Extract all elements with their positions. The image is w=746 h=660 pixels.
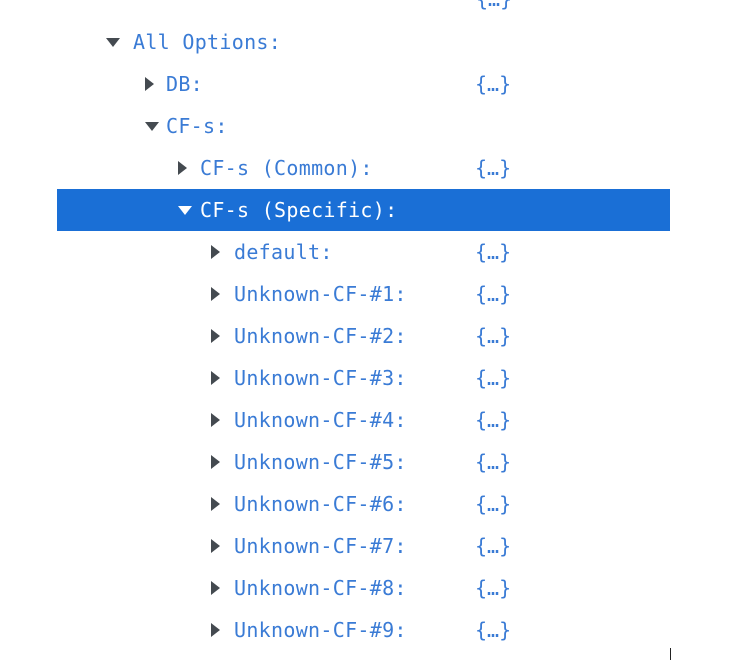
tree-row-label: CF-s:	[166, 114, 228, 138]
tree-row-label: Unknown-CF-#3:	[234, 366, 407, 390]
caret-right-icon[interactable]	[178, 161, 187, 175]
tree-row-label: Unknown-CF-#6:	[234, 492, 407, 516]
collapsed-value-preview[interactable]: {…}	[475, 72, 512, 96]
tree-row[interactable]: Unknown-CF-#2: {…}	[57, 315, 670, 357]
caret-right-icon[interactable]	[211, 329, 220, 343]
caret-right-icon[interactable]	[211, 623, 220, 637]
tree-row[interactable]: Unknown-CF-#8: {…}	[57, 567, 670, 609]
collapsed-value-preview[interactable]: {…}	[475, 492, 512, 516]
caret-right-icon[interactable]	[211, 581, 220, 595]
tree-row[interactable]: default: {…}	[57, 231, 670, 273]
tree-row[interactable]: CF-s (Specific):	[57, 189, 670, 231]
tree-row-label: DB:	[166, 72, 204, 96]
tree-row-label: Unknown-CF-#1:	[234, 282, 407, 306]
caret-right-icon[interactable]	[211, 287, 220, 301]
tree-row-label: default:	[234, 240, 333, 264]
tree-row[interactable]: Unknown-CF-#7: {…}	[57, 525, 670, 567]
tree-row[interactable]: Unknown-CF-#9: {…}	[57, 609, 670, 651]
caret-down-icon[interactable]	[145, 122, 159, 131]
collapsed-value-preview[interactable]: {…}	[475, 240, 512, 264]
tree-row[interactable]: Unknown-CF-#4: {…}	[57, 399, 670, 441]
truncated-value-preview: {…}	[476, 0, 516, 14]
collapsed-value-preview[interactable]: {…}	[475, 324, 512, 348]
tree-row[interactable]: DB: {…}	[57, 63, 670, 105]
caret-right-icon[interactable]	[211, 455, 220, 469]
tree-row-label: Unknown-CF-#5:	[234, 450, 407, 474]
caret-right-icon[interactable]	[211, 245, 220, 259]
collapsed-value-preview[interactable]: {…}	[475, 534, 512, 558]
tree-row[interactable]: CF-s (Common): {…}	[57, 147, 670, 189]
tree-row-label: CF-s (Common):	[200, 156, 373, 180]
caret-right-icon[interactable]	[211, 497, 220, 511]
collapsed-value-preview[interactable]: {…}	[475, 282, 512, 306]
tree-row[interactable]: All Options:	[57, 21, 670, 63]
tree-row-label: CF-s (Specific):	[200, 198, 398, 222]
text-cursor	[670, 648, 671, 660]
tree-row-label: All Options:	[133, 30, 282, 54]
tree-row-label: Unknown-CF-#4:	[234, 408, 407, 432]
caret-right-icon[interactable]	[211, 413, 220, 427]
caret-right-icon[interactable]	[211, 539, 220, 553]
tree-row[interactable]: Unknown-CF-#3: {…}	[57, 357, 670, 399]
tree-row[interactable]: Unknown-CF-#6: {…}	[57, 483, 670, 525]
tree-row-label: Unknown-CF-#7:	[234, 534, 407, 558]
tree-row[interactable]: CF-s:	[57, 105, 670, 147]
collapsed-value-preview[interactable]: {…}	[475, 366, 512, 390]
collapsed-value-preview[interactable]: {…}	[475, 618, 512, 642]
caret-down-icon[interactable]	[106, 38, 120, 47]
tree-row[interactable]: Unknown-CF-#1: {…}	[57, 273, 670, 315]
tree-row-label: Unknown-CF-#2:	[234, 324, 407, 348]
caret-right-icon[interactable]	[145, 77, 154, 91]
tree-row-label: Unknown-CF-#8:	[234, 576, 407, 600]
collapsed-value-preview[interactable]: {…}	[475, 408, 512, 432]
caret-right-icon[interactable]	[211, 371, 220, 385]
tree-row-label: Unknown-CF-#9:	[234, 618, 407, 642]
collapsed-value-preview[interactable]: {…}	[475, 576, 512, 600]
collapsed-value-preview[interactable]: {…}	[475, 156, 512, 180]
tree-row[interactable]: Unknown-CF-#5: {…}	[57, 441, 670, 483]
collapsed-value-preview[interactable]: {…}	[475, 450, 512, 474]
caret-down-icon[interactable]	[178, 206, 192, 215]
